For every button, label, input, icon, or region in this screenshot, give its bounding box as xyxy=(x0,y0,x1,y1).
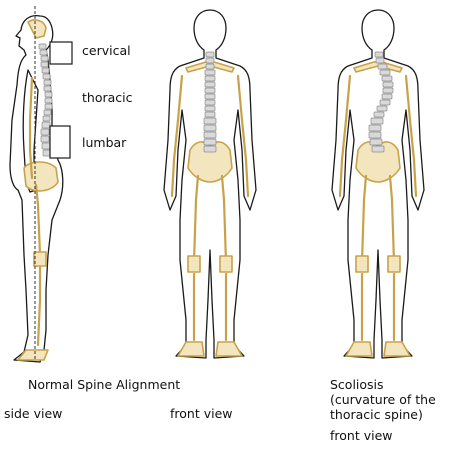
lumbar-bracket-box xyxy=(50,126,70,158)
scoliosis-left-foot xyxy=(346,342,372,356)
label-cervical: cervical xyxy=(82,43,131,58)
normal-front-figure xyxy=(164,10,256,358)
side-view-figure xyxy=(10,6,72,362)
side-foot xyxy=(18,350,48,360)
caption-front-view-scoliosis: front view xyxy=(330,428,393,443)
caption-side-view: side view xyxy=(4,406,62,421)
normal-front-right-foot xyxy=(216,342,242,356)
scoliosis-front-figure xyxy=(332,10,424,358)
caption-scoliosis-title: Scoliosis xyxy=(330,377,384,392)
caption-scoliosis-desc-line2: thoracic spine) xyxy=(330,407,423,422)
scoliosis-right-foot xyxy=(384,342,410,356)
normal-front-right-knee xyxy=(220,256,232,272)
label-lumbar: lumbar xyxy=(82,135,126,150)
scoliosis-right-knee xyxy=(388,256,400,272)
label-thoracic: thoracic xyxy=(82,90,133,105)
side-pelvis xyxy=(24,162,58,191)
side-knee xyxy=(34,252,46,266)
caption-scoliosis-desc-line1: (curvature of the xyxy=(330,392,436,407)
caption-front-view-normal: front view xyxy=(170,406,233,421)
scoliosis-left-knee xyxy=(356,256,368,272)
normal-front-spine-column xyxy=(204,52,216,152)
cervical-bracket-box xyxy=(50,42,72,64)
normal-front-left-knee xyxy=(188,256,200,272)
caption-normal-title: Normal Spine Alignment xyxy=(28,377,180,392)
normal-front-left-foot xyxy=(178,342,204,356)
